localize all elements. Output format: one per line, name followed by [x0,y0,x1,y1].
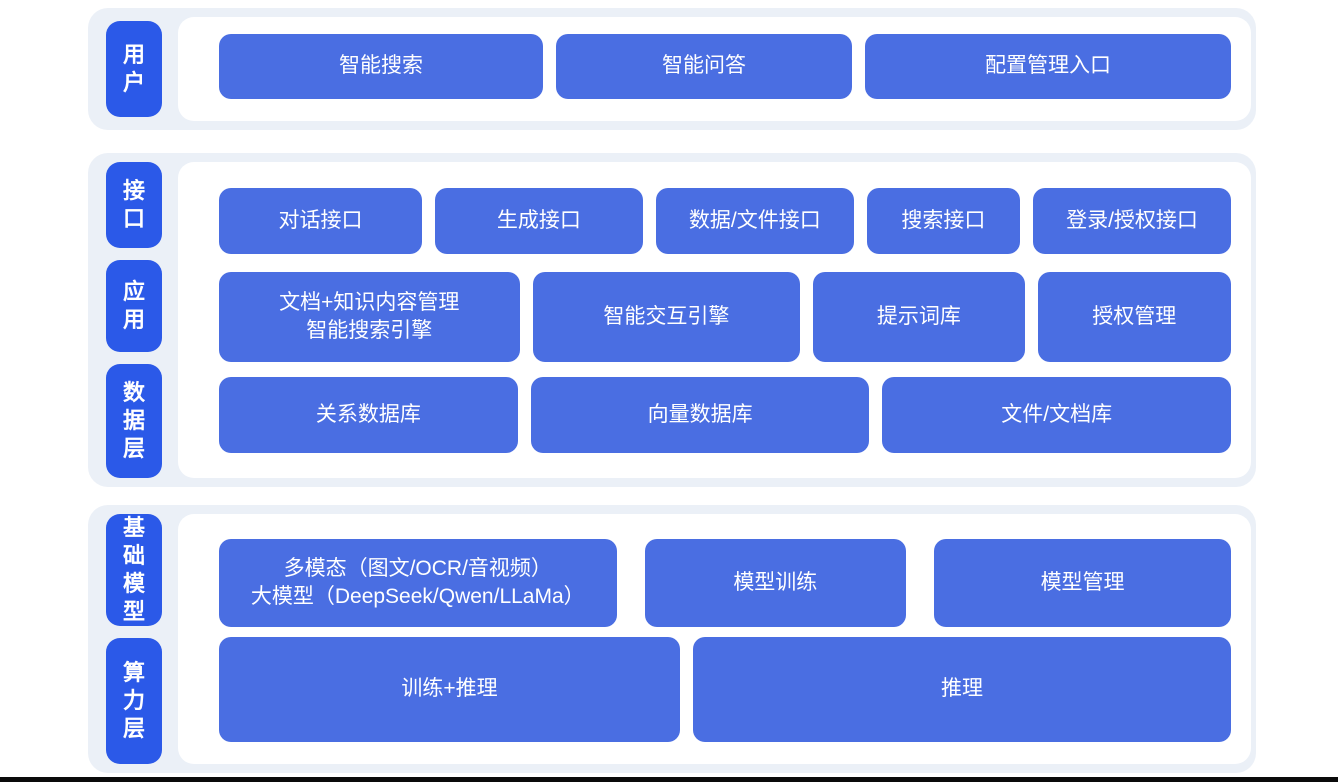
layer-group-interface-application-data: 接口 应用 数据层 对话接口 生成接口 数据/文件接口 搜索接口 登录/授权接口… [88,153,1256,487]
block-vector-db: 向量数据库 [530,377,870,453]
layer-label-column: 接口 应用 数据层 [106,162,162,478]
label-foundation-model: 基础模型 [106,514,162,626]
block-generation-api: 生成接口 [434,188,643,254]
block-inference: 推理 [693,637,1231,742]
block-search-api: 搜索接口 [866,188,1021,254]
user-row: 智能搜索 智能问答 配置管理入口 [219,34,1231,99]
application-row: 文档+知识内容管理 智能搜索引擎 智能交互引擎 提示词库 授权管理 [219,272,1231,362]
block-interaction-engine: 智能交互引擎 [532,272,801,362]
block-smart-search: 智能搜索 [219,34,543,99]
block-model-management: 模型管理 [934,539,1231,627]
block-smart-qa: 智能问答 [556,34,852,99]
block-data-file-api: 数据/文件接口 [655,188,854,254]
block-model-training: 模型训练 [644,539,907,627]
window-bottom-edge [0,777,1338,782]
foundation-model-row: 多模态（图文/OCR/音视频） 大模型（DeepSeek/Qwen/LLaMa）… [219,539,1231,627]
layer-group-user: 用户 智能搜索 智能问答 配置管理入口 [88,8,1256,130]
block-multimodal-llm: 多模态（图文/OCR/音视频） 大模型（DeepSeek/Qwen/LLaMa） [219,539,617,627]
block-doc-knowledge-search-engine: 文档+知识内容管理 智能搜索引擎 [219,272,520,362]
block-prompt-library: 提示词库 [813,272,1025,362]
interface-row: 对话接口 生成接口 数据/文件接口 搜索接口 登录/授权接口 [219,188,1231,254]
layer-label-column: 用户 [106,17,162,121]
block-config-management-entry: 配置管理入口 [865,34,1231,99]
label-interface: 接口 [106,162,162,248]
block-relational-db: 关系数据库 [219,377,518,453]
layer-group-foundation-model-compute: 基础模型 算力层 多模态（图文/OCR/音视频） 大模型（DeepSeek/Qw… [88,505,1256,773]
label-application: 应用 [106,260,162,352]
block-login-auth-api: 登录/授权接口 [1033,188,1231,254]
block-dialog-api: 对话接口 [219,188,422,254]
block-training-inference: 训练+推理 [219,637,681,742]
compute-row: 训练+推理 推理 [219,637,1231,742]
layer-label-column: 基础模型 算力层 [106,514,162,764]
label-data-layer: 数据层 [106,364,162,478]
block-auth-management: 授权管理 [1037,272,1231,362]
foundation-model-compute-panel: 多模态（图文/OCR/音视频） 大模型（DeepSeek/Qwen/LLaMa）… [178,514,1251,764]
user-panel: 智能搜索 智能问答 配置管理入口 [178,17,1251,121]
label-compute-layer: 算力层 [106,638,162,764]
interface-application-data-panel: 对话接口 生成接口 数据/文件接口 搜索接口 登录/授权接口 文档+知识内容管理… [178,162,1251,478]
data-row: 关系数据库 向量数据库 文件/文档库 [219,377,1231,453]
label-user: 用户 [106,21,162,117]
block-file-doc-db: 文件/文档库 [882,377,1231,453]
